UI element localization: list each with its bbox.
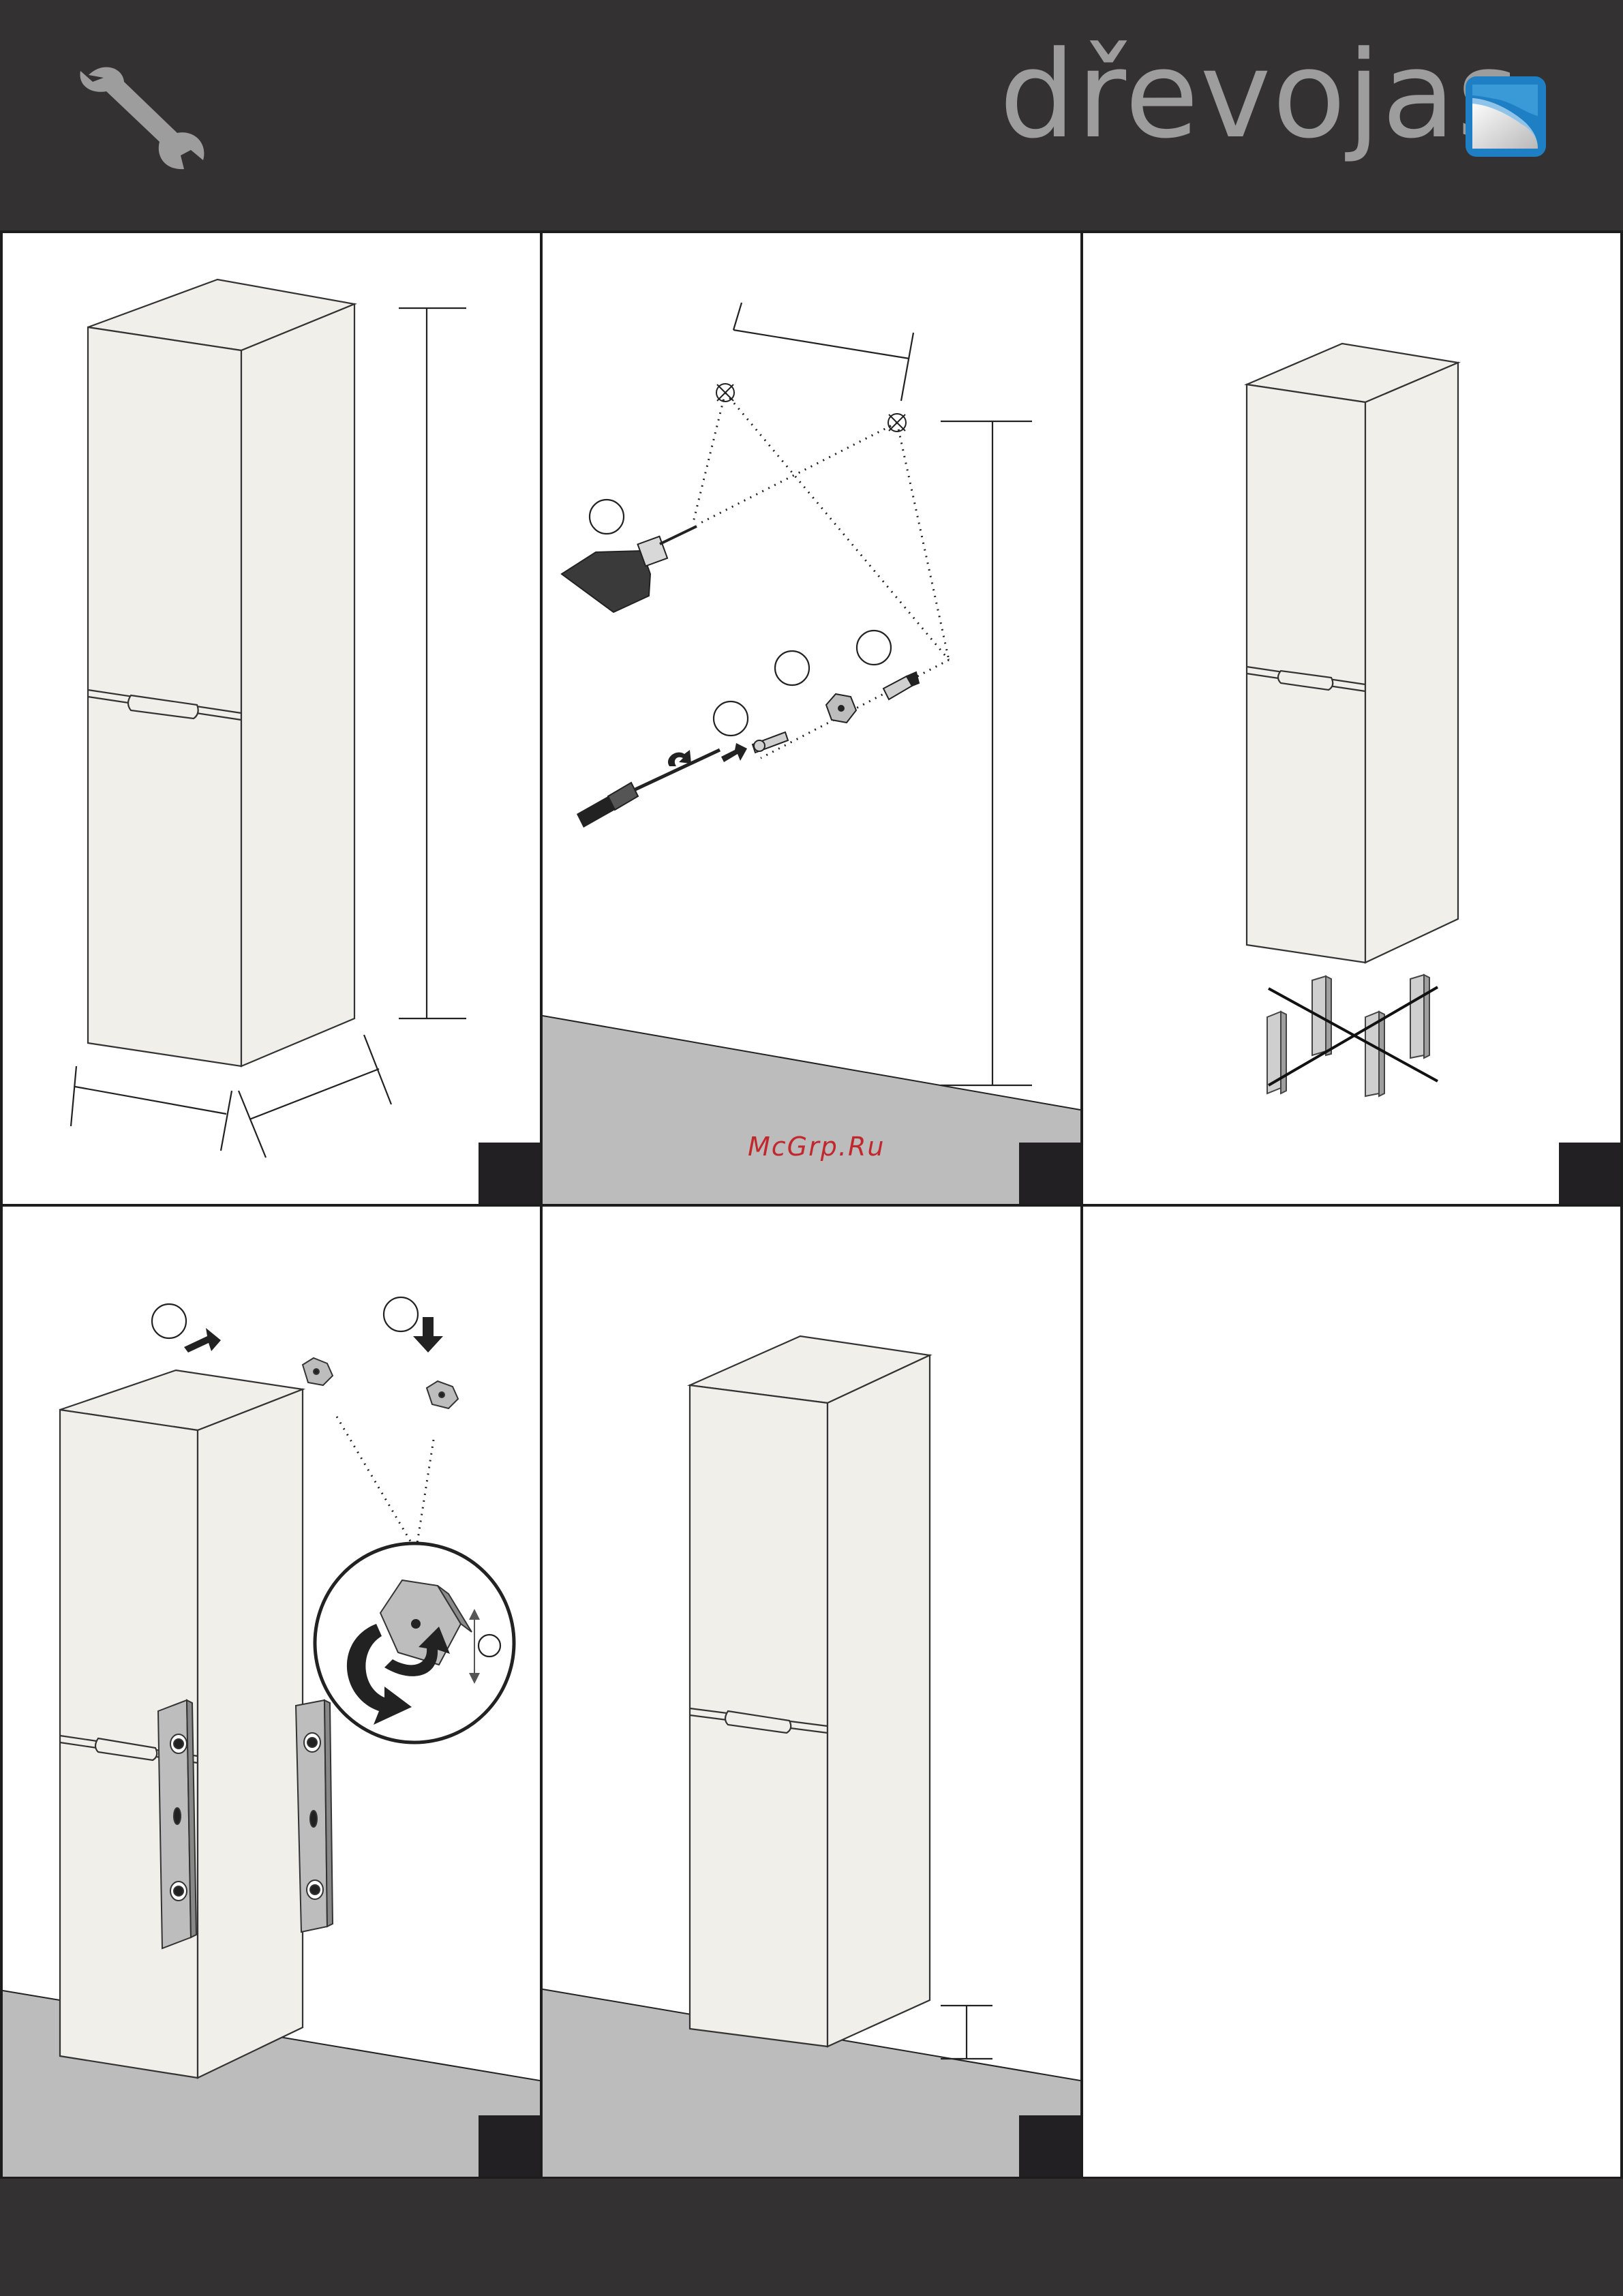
cabinet-dimensions-illustration [3, 233, 540, 1204]
screwdriver-icon [577, 750, 720, 828]
no-legs-illustration [1083, 233, 1620, 1204]
watermark-text: McGrp.Ru [748, 1132, 885, 1162]
brackets-illustration [3, 1207, 540, 2177]
step-number-box-2 [1019, 1143, 1080, 1204]
panel-empty [1083, 1207, 1620, 2177]
footer-bar [0, 2179, 1623, 2296]
step-number-box-5 [1019, 2115, 1080, 2177]
header-bar: dřevojas [0, 0, 1623, 230]
brand-name: dřevojas [999, 35, 1521, 155]
panel-attach-mounting-brackets [3, 1207, 540, 2177]
mounting-bracket-right [296, 1700, 333, 1932]
panel-drill-wall-mounting: McGrp.Ru [543, 233, 1080, 1204]
drill-icon [562, 526, 697, 612]
step-number-box-3 [1559, 1143, 1620, 1204]
arrow-down-icon [413, 1317, 443, 1353]
wrench-icon [75, 61, 211, 170]
hang-cabinet-illustration [543, 1207, 1080, 2177]
drill-wall-mounting-illustration [543, 233, 1080, 1204]
panel-do-not-stand-on-legs [1083, 233, 1620, 1204]
panel-hang-cabinet-floor-clearance [543, 1207, 1080, 2177]
arrow-right-icon [184, 1328, 221, 1353]
grid-right-line [1620, 230, 1623, 2179]
adjustment-detail-circle [315, 1543, 514, 1742]
panel-cabinet-dimensions [3, 233, 540, 1204]
step-number-box-4 [479, 2115, 540, 2177]
mounting-bracket-left [158, 1700, 196, 1948]
brand-logo-icon [1464, 75, 1547, 158]
step-number-box-1 [479, 1143, 540, 1204]
